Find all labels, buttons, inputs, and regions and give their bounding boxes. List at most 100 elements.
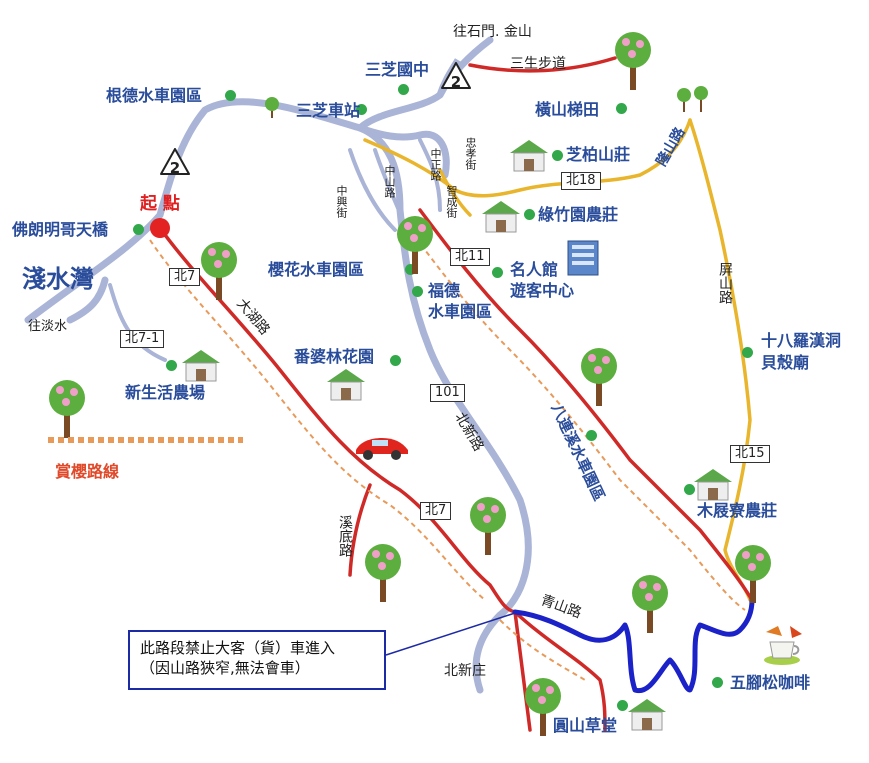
car-icon — [356, 438, 408, 460]
poi-dot — [586, 430, 597, 441]
tree-icon — [677, 86, 708, 112]
road-restriction-notice: 此路段禁止大客（貨）車進入 （因山路狹窄,無法會車） — [128, 630, 386, 690]
coffee-cup-icon — [764, 626, 802, 665]
label-zhicheng-st: 智成街 — [445, 185, 458, 218]
road-to-tamsui — [66, 276, 109, 324]
label-to-tamsui: 往淡水 — [28, 319, 68, 334]
poi-dot — [412, 286, 423, 297]
farmhouse-icon — [482, 201, 520, 233]
label-to-shimen-jinshan: 往石門. 金山 — [453, 24, 532, 40]
route-2-shield: 2 — [160, 148, 190, 180]
poi-dot — [133, 224, 144, 235]
road-tag-bei11: 北11 — [450, 248, 490, 267]
poi-dot — [684, 484, 695, 495]
poi-dot — [712, 677, 723, 688]
notice-line-1: 此路段禁止大客（貨）車進入 — [140, 639, 336, 657]
cherry-route-dash-south — [499, 619, 586, 681]
poi-dot — [616, 103, 627, 114]
cherry-tree-icon — [201, 242, 237, 300]
notice-line-2: （因山路狹窄,無法會車） — [140, 659, 310, 678]
farmhouse-icon — [628, 699, 666, 731]
route-sansheng — [468, 56, 617, 73]
poi-dot — [405, 264, 416, 275]
farmhouse-icon — [694, 469, 732, 501]
cherry-route-dash-west — [149, 239, 486, 601]
label-fanpolin-garden: 番婆林花園 — [294, 347, 375, 366]
road-sanzhi-loop — [356, 124, 450, 179]
road-zhongxing — [348, 148, 397, 232]
cherry-tree-icon — [615, 32, 651, 90]
label-fude-waterwheel-2: 水車園區 — [428, 302, 493, 321]
label-eighteen-arhats-2: 貝殼廟 — [761, 353, 810, 372]
cherry-tree-icon — [581, 348, 617, 406]
label-eighteen-arhats-1: 十八羅漢洞 — [761, 331, 842, 350]
cherry-tree-icon — [632, 575, 668, 633]
label-gende-waterwheel: 根德水車園區 — [106, 86, 203, 105]
route-2-shield: 2 — [441, 62, 471, 94]
cherry-tree-icon — [397, 216, 433, 274]
poi-dot — [356, 104, 367, 115]
notice-callout-line — [385, 612, 516, 656]
farmhouse-icon — [182, 350, 220, 382]
route-xidi — [348, 483, 372, 577]
route-beixinzhuang-red — [513, 610, 532, 732]
label-sansheng-trail: 三生步道 — [510, 56, 566, 72]
label-sanzhi-station: 三芝車站 — [296, 101, 361, 120]
road-tag-bei18: 北18 — [561, 172, 601, 191]
poi-dot — [390, 355, 401, 366]
road-101 — [356, 124, 532, 694]
poi-dot — [552, 150, 563, 161]
farmhouse-icon — [327, 369, 365, 401]
road-tag-bei7-1: 北7-1 — [120, 330, 165, 349]
cherry-route-dash-east — [409, 229, 746, 611]
road-north-18 — [363, 118, 692, 198]
start-point-marker — [150, 218, 170, 238]
road-tag-bei15: 北15 — [730, 445, 770, 464]
poi-dot — [398, 84, 409, 95]
route-bei11 — [418, 208, 754, 602]
label-hengshan-terraces: 橫山梯田 — [535, 100, 600, 119]
label-celebrity-hall-2: 遊客中心 — [510, 281, 575, 300]
label-cherry-waterwheel: 櫻花水車園區 — [268, 260, 365, 279]
label-yuanshan-hall: 圓山草堂 — [553, 716, 618, 735]
label-sanzhi-school: 三芝國中 — [365, 60, 430, 79]
label-zhibo-villa: 芝柏山莊 — [566, 145, 631, 164]
route-bei7-main — [158, 226, 517, 614]
label-fude-waterwheel-1: 福德 — [428, 281, 461, 300]
legend-cherry-route-line — [48, 437, 243, 443]
tree-icon — [265, 97, 279, 118]
road-route-2-west — [24, 36, 494, 324]
cherry-tree-icon — [49, 380, 85, 438]
road-tag-101: 101 — [430, 384, 465, 403]
poi-dot — [166, 360, 177, 371]
road-zhongshan — [373, 148, 407, 227]
poi-dot — [742, 347, 753, 358]
road-pingshan — [688, 118, 752, 602]
visitor-center-icon — [567, 240, 599, 276]
cherry-tree-icon — [470, 497, 506, 555]
road-tag-bei7: 北7 — [420, 502, 452, 521]
road-zhongzheng — [418, 138, 442, 212]
legend-cherry-route-label: 賞櫻路線 — [55, 462, 120, 481]
label-start-point: 起 點 — [140, 194, 180, 214]
label-zhongzheng-rd: 中正路 — [429, 148, 442, 181]
label-xinsheng-farm: 新生活農場 — [125, 383, 206, 402]
road-zhicheng — [438, 168, 472, 217]
poi-dot — [617, 700, 628, 711]
cherry-tree-icon — [735, 545, 771, 603]
road-7-1 — [108, 283, 167, 362]
label-pingshan-road: 屏山路 — [717, 262, 733, 304]
label-zhongshan-rd: 中山路 — [383, 165, 396, 198]
restricted-segment — [512, 597, 755, 694]
poi-dot — [492, 267, 503, 278]
cherry-tree-icon — [525, 678, 561, 736]
label-beixinzhuang: 北新庄 — [444, 663, 486, 679]
route-yuanshan — [513, 610, 607, 732]
label-folang-bridge: 佛朗明哥天橋 — [12, 220, 109, 239]
farmhouse-icon — [510, 140, 548, 172]
label-muzhan-farm: 木屐寮農莊 — [697, 501, 778, 520]
label-zhongxiao-st: 忠孝街 — [464, 137, 477, 170]
label-zhongxing-st: 中興街 — [335, 185, 348, 218]
